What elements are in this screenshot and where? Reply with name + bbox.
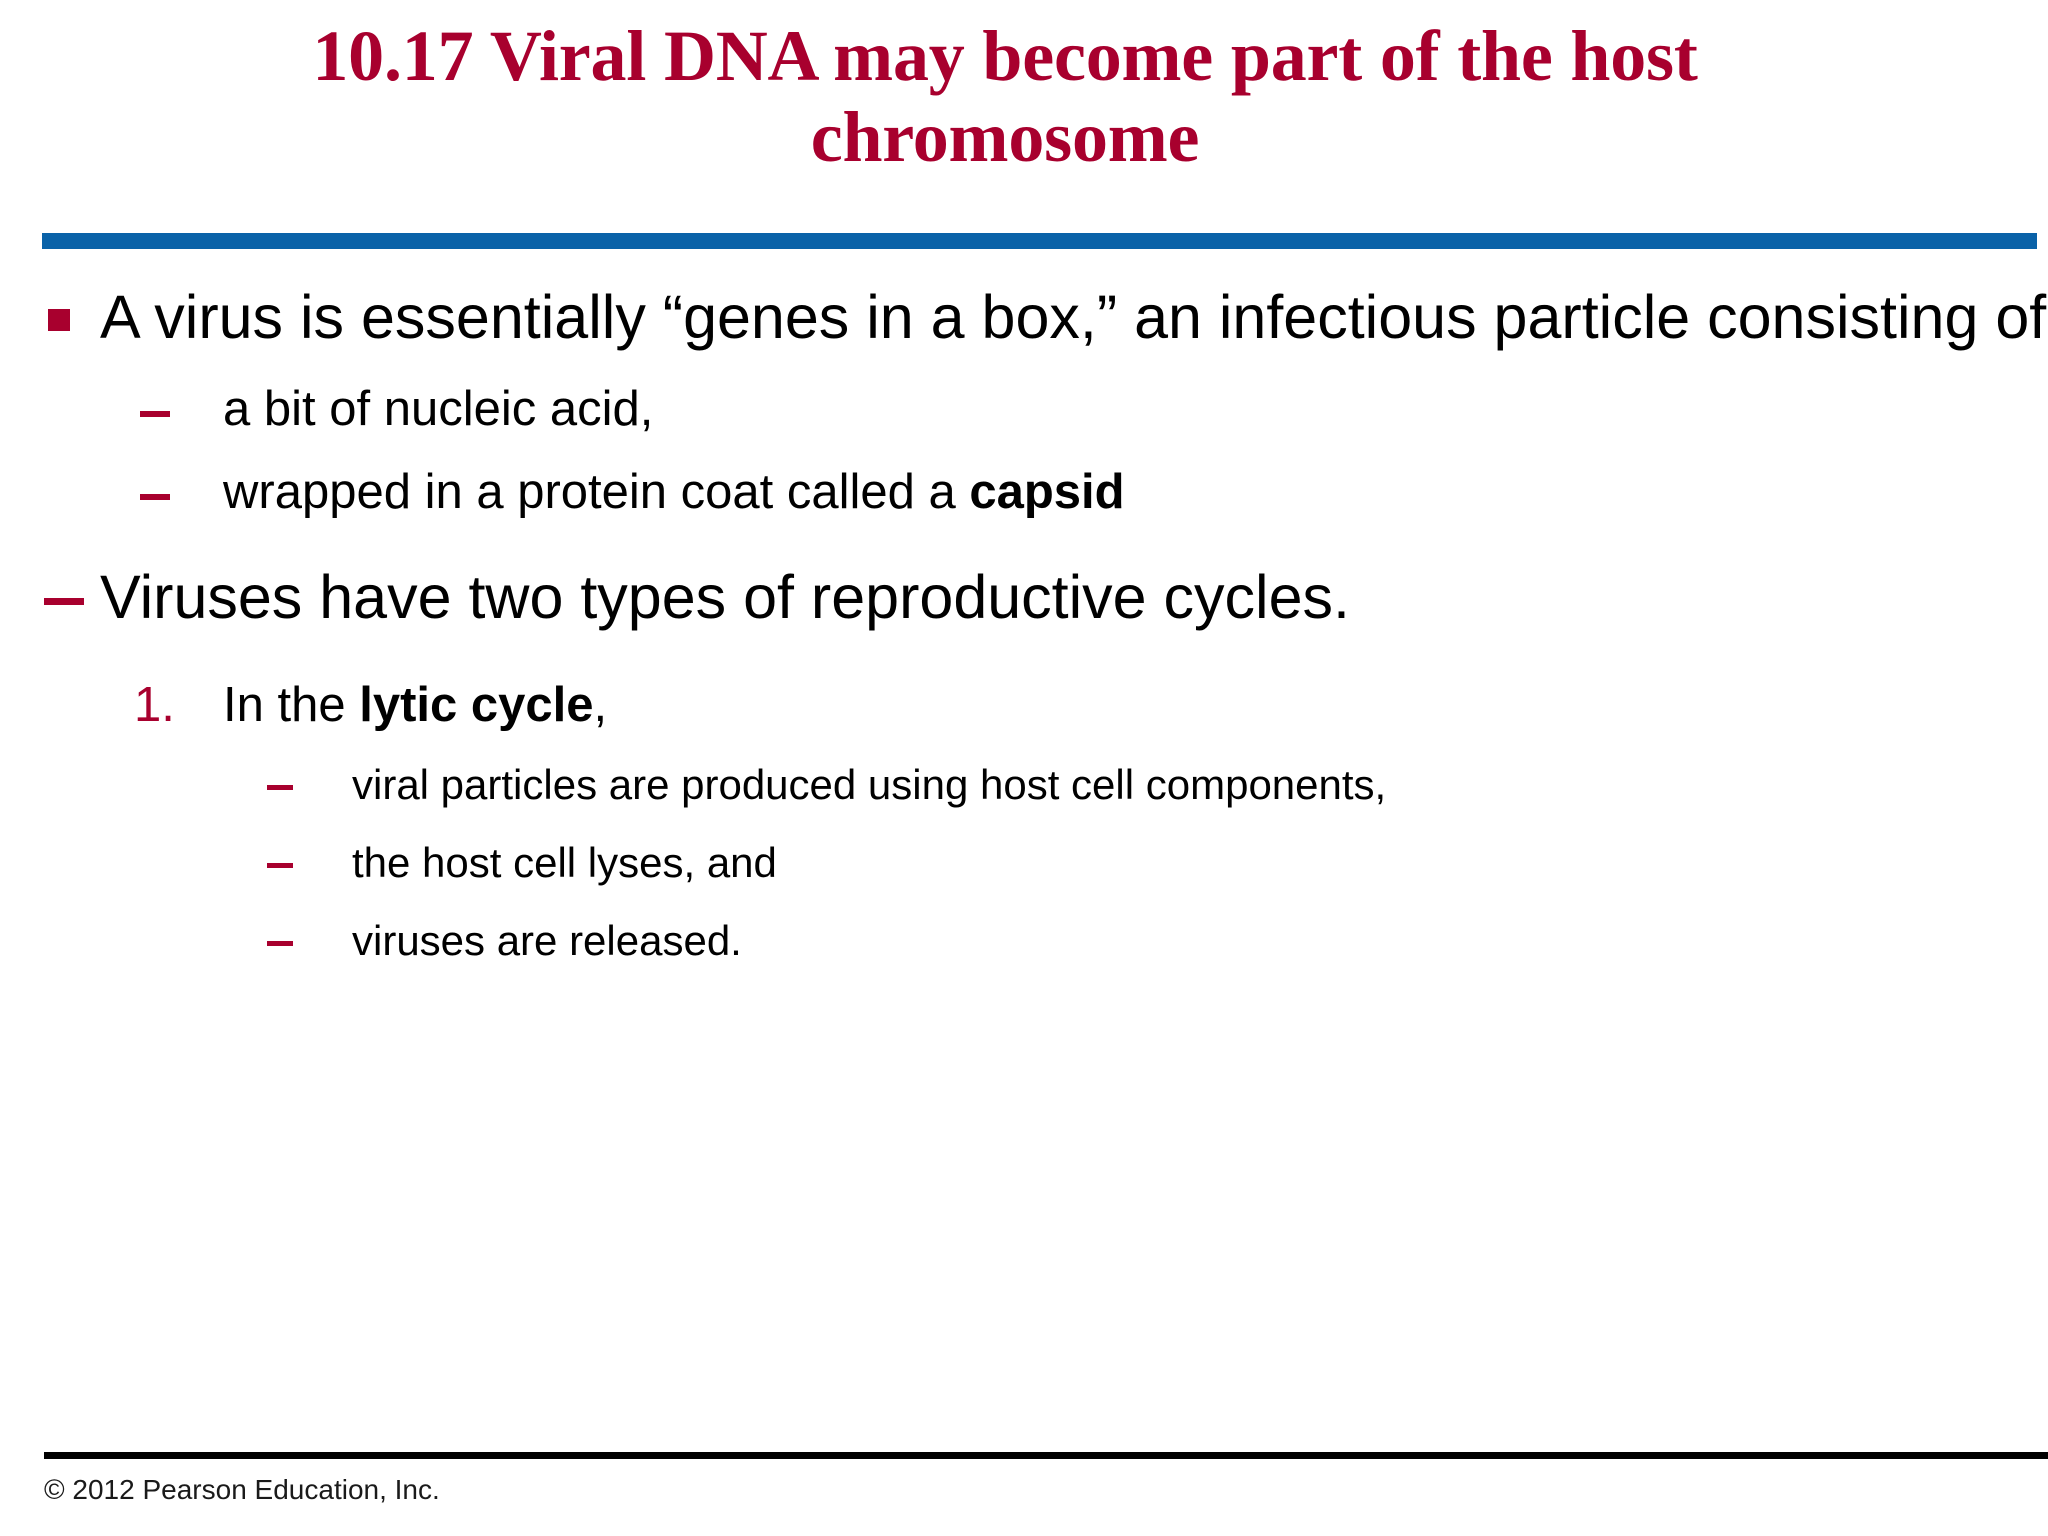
dash-bullet-icon — [44, 598, 84, 606]
copyright-notice: © 2012 Pearson Education, Inc. — [44, 1474, 440, 1505]
bullet-level2-protein-coat: wrapped in a protein coat called a capsi… — [0, 464, 2048, 521]
spacer — [0, 816, 2048, 838]
slide-title: 10.17 Viral DNA may become part of the h… — [40, 16, 1970, 179]
spacer — [0, 442, 2048, 464]
bullet-term-capsid: capsid — [969, 464, 1125, 519]
bullet-level1-virus-definition: A virus is essentially “genes in a box,”… — [0, 282, 2048, 353]
bullet-level2-nucleic-acid: a bit of nucleic acid, — [0, 381, 2048, 438]
page-title: 10.17 Viral DNA may become part of the h… — [40, 16, 1970, 179]
spacer — [0, 738, 2048, 760]
dash-bullet-icon — [140, 493, 170, 500]
dash-bullet-icon — [267, 940, 293, 946]
dash-bullet-icon — [140, 410, 170, 417]
title-divider-bar — [42, 233, 2037, 249]
list-number-marker: 1. — [134, 678, 175, 733]
bullet-text: A virus is essentially “genes in a box,”… — [100, 283, 2047, 351]
spacer — [0, 524, 2048, 562]
footer-divider-line — [44, 1452, 2048, 1459]
bullet-text: In the — [223, 678, 360, 733]
square-bullet-icon — [48, 309, 70, 331]
page-title-line-2: chromosome — [810, 97, 1200, 178]
bullet-level3-viral-particles: viral particles are produced using host … — [0, 760, 2048, 810]
bullet-text-tail: , — [593, 678, 608, 733]
bullet-text: a bit of nucleic acid, — [223, 381, 654, 436]
bullet-level1-reproductive-cycles: Viruses have two types of reproductive c… — [0, 562, 2048, 633]
bullet-text: wrapped in a protein coat called a — [223, 464, 970, 519]
bullet-term-lytic-cycle: lytic cycle — [359, 678, 594, 733]
dash-bullet-icon — [267, 862, 293, 868]
page-title-line-1: 10.17 Viral DNA may become part of the h… — [312, 16, 1698, 96]
bullet-level3-host-cell-lyses: the host cell lyses, and — [0, 838, 2048, 888]
slide-body: A virus is essentially “genes in a box,”… — [0, 282, 2048, 972]
spacer — [0, 894, 2048, 916]
spacer — [0, 639, 2048, 677]
spacer — [0, 359, 2048, 381]
list-item-lytic-cycle: 1. In the lytic cycle, — [0, 677, 2048, 734]
bullet-level3-viruses-released: viruses are released. — [0, 916, 2048, 966]
dash-bullet-icon — [267, 784, 293, 790]
bullet-text: viruses are released. — [352, 916, 742, 964]
bullet-text: the host cell lyses, and — [352, 838, 777, 886]
bullet-text: viral particles are produced using host … — [352, 760, 1387, 808]
bullet-text: Viruses have two types of reproductive c… — [100, 563, 1350, 632]
